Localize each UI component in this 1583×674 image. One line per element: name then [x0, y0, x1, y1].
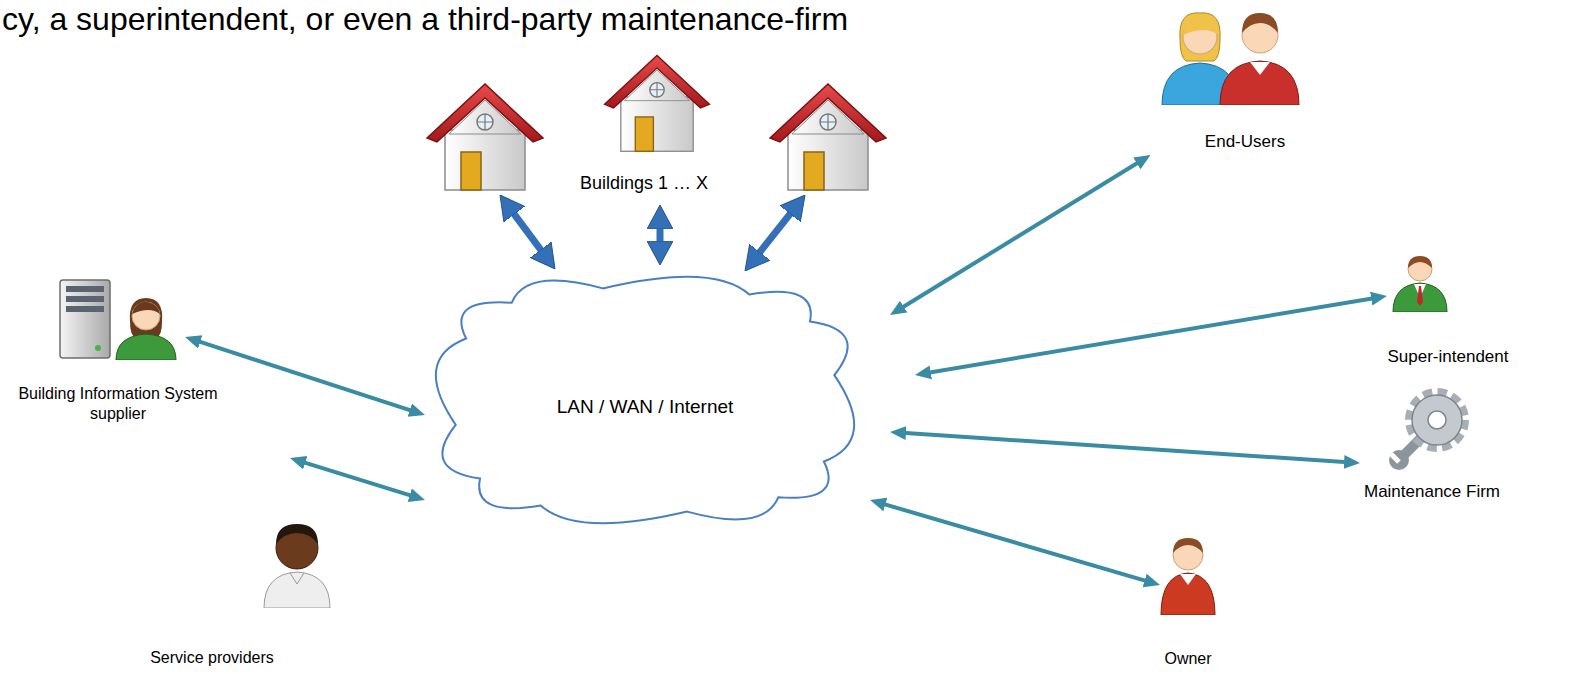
actor-users: End-Users	[1153, 5, 1304, 154]
actor-icon	[1156, 5, 1301, 105]
icon-figure	[427, 55, 886, 190]
caption-fragment: cy, a superintendent, or even a third-pa…	[2, 0, 848, 38]
node-label: LAN / WAN / Internet	[557, 395, 734, 419]
icon-figure	[60, 280, 176, 360]
icon-figure	[264, 524, 330, 608]
network-link	[301, 462, 413, 497]
network-link	[902, 433, 1348, 462]
node-label: Service providers	[150, 648, 274, 668]
actor-icon	[1390, 252, 1450, 312]
network-cloud: LAN / WAN / Internet	[425, 255, 865, 547]
node-label: Building Information System supplier	[5, 384, 231, 424]
node-label: Buildings 1 … X	[580, 172, 708, 195]
node-label: Super-intendent	[1388, 346, 1509, 367]
icon-figure	[1162, 13, 1299, 105]
actor-service: Service providers	[147, 518, 335, 670]
icon-figure	[1393, 256, 1447, 312]
actor-supplier: Building Information System supplier	[2, 278, 234, 426]
network-link	[196, 341, 413, 412]
network-link	[657, 221, 664, 249]
network-link	[927, 298, 1375, 373]
network-link	[882, 503, 1149, 581]
actor-superintendent: Super-intendent	[1385, 252, 1512, 369]
node-label: Maintenance Firm	[1364, 481, 1500, 502]
actor-icon	[1385, 382, 1475, 472]
actor-icon	[1158, 533, 1218, 615]
actor-maintenance: Maintenance Firm	[1361, 382, 1503, 504]
network-link	[510, 208, 546, 256]
network-link	[900, 161, 1140, 308]
node-label: Owner	[1164, 649, 1211, 669]
icon-figure	[1161, 538, 1215, 615]
actor-owner: Owner	[1155, 533, 1221, 671]
actor-icon	[58, 278, 178, 360]
node-label: End-Users	[1205, 131, 1285, 152]
network-link	[755, 208, 795, 259]
actor-icon	[262, 518, 332, 608]
building-group: Buildings 1 … X	[417, 48, 898, 205]
cloud-shape	[436, 277, 854, 524]
icon-figure	[1389, 393, 1464, 470]
